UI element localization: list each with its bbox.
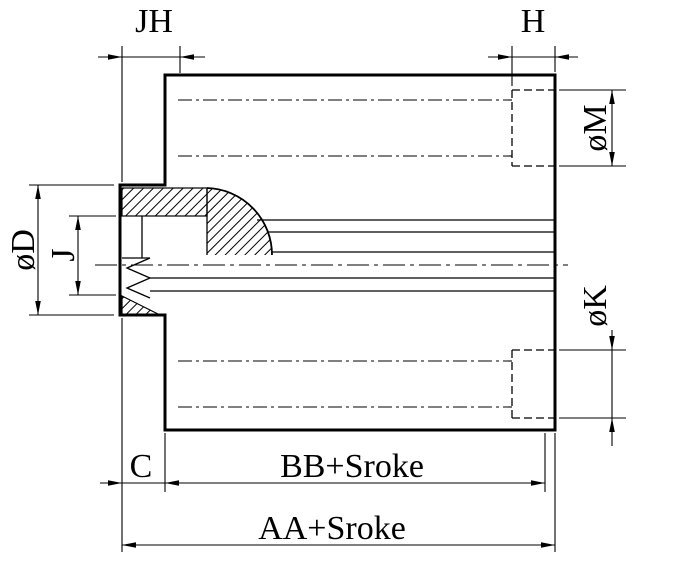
seal-spring-symbol [125, 257, 152, 299]
dim-label-j: J [45, 248, 82, 261]
dim-label-bb: BB+Sroke [280, 448, 424, 485]
dim-label-aa: AA+Sroke [258, 510, 406, 547]
lower-seal-hatch [121, 295, 161, 316]
dim-h: H [488, 3, 578, 86]
dim-k: øK [559, 285, 626, 446]
dim-label-c: C [130, 448, 153, 485]
dim-j: J [45, 215, 116, 296]
dim-label-d: øD [5, 229, 42, 271]
dim-label-h: H [521, 3, 546, 40]
dim-label-m: øM [577, 104, 614, 151]
bottom-hole [178, 349, 555, 419]
dim-c-bb: C BB+Sroke [100, 318, 546, 552]
dim-aa: AA+Sroke [122, 433, 556, 552]
cap-section [121, 187, 273, 316]
dim-m: øM [559, 89, 626, 167]
dim-d: øD [5, 184, 114, 316]
bore-lines [150, 219, 554, 292]
dim-label-jh: JH [135, 3, 173, 40]
top-hole [178, 89, 555, 167]
dim-label-k: øK [577, 285, 614, 327]
dim-jh: JH [98, 3, 205, 182]
